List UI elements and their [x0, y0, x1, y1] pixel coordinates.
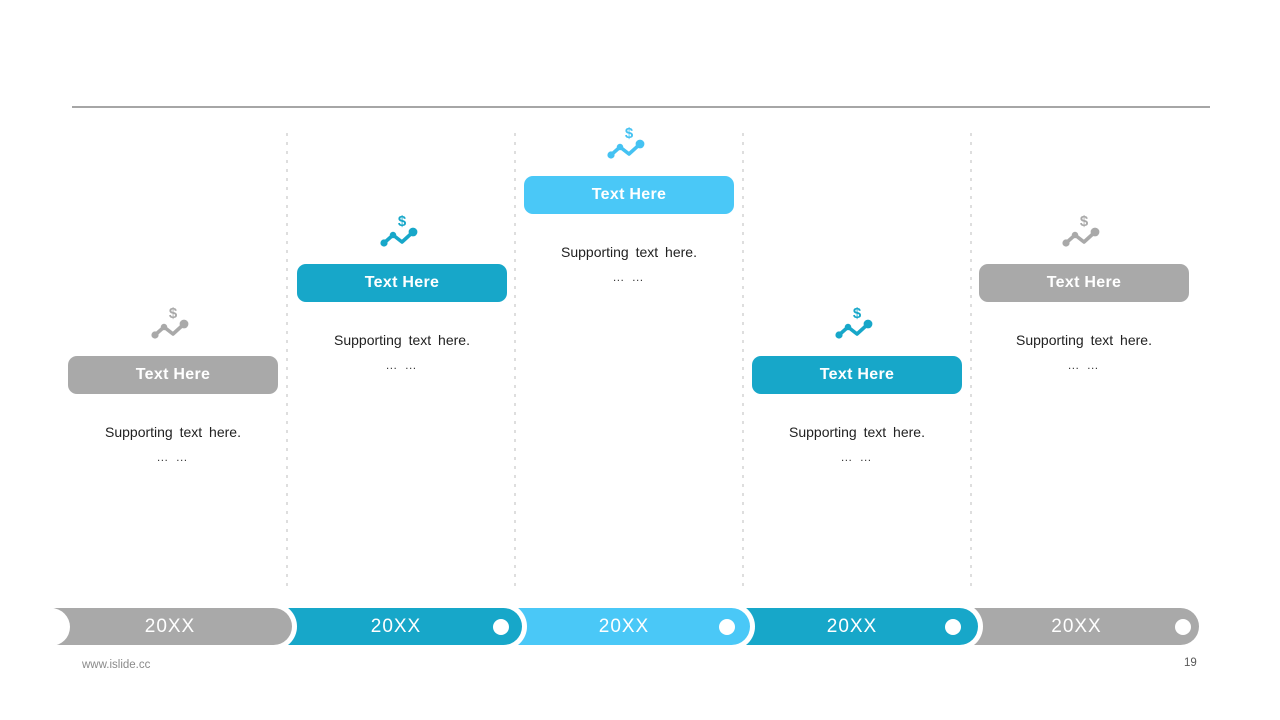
supporting-text: Supporting text here. — [561, 244, 697, 260]
column-separator — [286, 133, 288, 591]
timeline-segment-label: 20XX — [144, 615, 196, 637]
supporting-text-dots: … … — [840, 449, 874, 464]
timeline-segment-4[interactable]: 20XX — [726, 608, 978, 645]
milestone-column-3: $ Text Here Supporting text here. … … — [514, 125, 744, 284]
timeline-segment-5[interactable]: 20XX — [954, 608, 1199, 645]
timeline-node-dot — [493, 618, 509, 635]
timeline-segment-3[interactable]: 20XX — [498, 608, 750, 645]
supporting-text-dots: … … — [385, 357, 419, 372]
milestone-column-5: $ Text Here Supporting text here. … … — [969, 213, 1199, 372]
supporting-text-dots: … … — [612, 269, 646, 284]
dollar-trend-icon: $ — [379, 213, 425, 248]
timeline-start-notch — [32, 607, 70, 646]
dollar-trend-icon: $ — [1061, 213, 1107, 248]
footer-website-link[interactable]: www.islide.cc — [82, 659, 151, 671]
dollar-trend-icon: $ — [834, 305, 880, 340]
timeline-node-dot — [1175, 618, 1191, 635]
supporting-text: Supporting text here. — [105, 424, 241, 440]
timeline-node-dot — [945, 618, 961, 635]
top-divider-line — [72, 106, 1210, 108]
timeline-segment-label: 20XX — [826, 615, 878, 637]
milestone-column-1: $ Text Here Supporting text here. … … — [58, 305, 288, 464]
timeline-segment-label: 20XX — [370, 615, 422, 637]
dollar-trend-icon: $ — [606, 125, 652, 160]
dollar-trend-icon: $ — [150, 305, 196, 340]
supporting-text: Supporting text here. — [789, 424, 925, 440]
text-here-badge[interactable]: Text Here — [752, 356, 962, 394]
column-separator — [742, 133, 744, 591]
svg-text:$: $ — [398, 214, 407, 230]
text-here-badge[interactable]: Text Here — [68, 356, 278, 394]
milestone-column-2: $ Text Here Supporting text here. … … — [287, 213, 517, 372]
svg-text:$: $ — [1080, 214, 1089, 230]
text-here-badge[interactable]: Text Here — [297, 264, 507, 302]
column-separator — [514, 133, 516, 591]
svg-text:$: $ — [169, 306, 178, 322]
svg-text:$: $ — [853, 306, 862, 322]
supporting-text: Supporting text here. — [334, 332, 470, 348]
timeline-segment-label: 20XX — [1051, 615, 1102, 637]
text-here-badge[interactable]: Text Here — [979, 264, 1189, 302]
page-number: 19 — [1184, 657, 1197, 669]
milestone-column-4: $ Text Here Supporting text here. … … — [742, 305, 972, 464]
svg-text:$: $ — [625, 126, 634, 142]
text-here-badge[interactable]: Text Here — [524, 176, 734, 214]
timeline-node-dot — [719, 618, 735, 635]
timeline-segment-label: 20XX — [598, 615, 650, 637]
supporting-text-dots: … … — [1067, 357, 1101, 372]
timeline-segment-2[interactable]: 20XX — [270, 608, 522, 645]
supporting-text: Supporting text here. — [1016, 332, 1152, 348]
supporting-text-dots: … … — [156, 449, 190, 464]
timeline-segment-1[interactable]: 20XX — [32, 607, 292, 646]
column-separator — [970, 133, 972, 591]
